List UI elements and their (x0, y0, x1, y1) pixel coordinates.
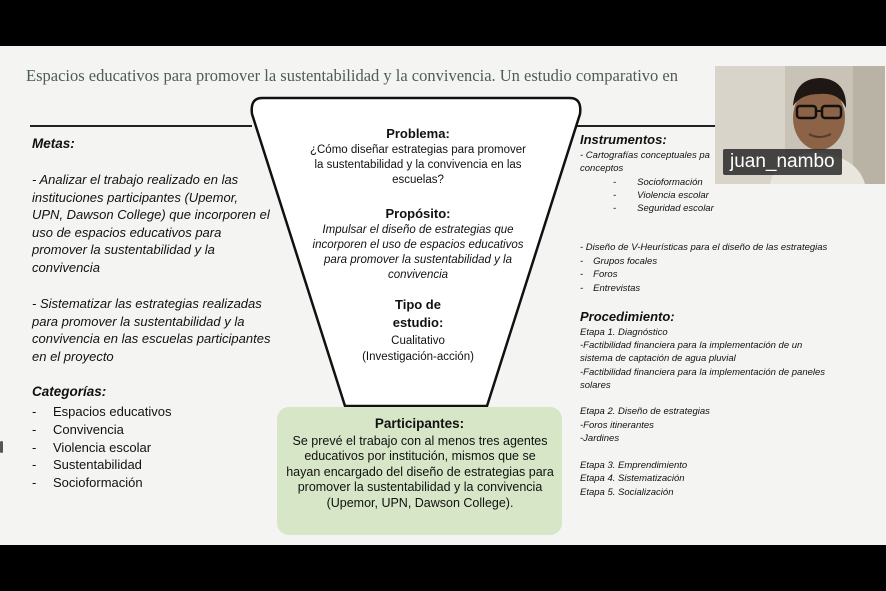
problema-heading: Problema: (386, 126, 450, 141)
participant-name-label: juan_nambo (723, 149, 842, 175)
procedimiento-line: solares (580, 380, 611, 391)
letterbox-bottom (0, 545, 886, 591)
procedimiento-line: sistema de captación de agua pluvial (580, 353, 736, 364)
funnel-shape (250, 96, 582, 408)
vh-item-3: -Entrevistas (580, 283, 641, 294)
slide-edge-marker (0, 441, 3, 453)
metas-item-2: - Sistematizar las estrategias realizada… (32, 296, 271, 364)
instrumentos-sub-1: -Socioformación (613, 177, 703, 188)
vh-item-1: -Grupos focales (580, 256, 658, 267)
procedimiento-line: Etapa 3. Emprendimiento (580, 460, 688, 471)
participantes-box (277, 407, 562, 535)
list-item: -Sustentabilidad (32, 457, 142, 473)
proposito-text: Impulsar el diseño de estrategias que in… (312, 224, 524, 281)
problema-text: ¿Cómo diseñar estrategias para promover … (309, 144, 527, 186)
list-item: -Convivencia (32, 421, 124, 437)
instrumentos-line-1: - Cartografías conceptuales pa (580, 150, 710, 161)
procedimiento-line: -Foros itinerantes (580, 420, 654, 431)
procedimiento-line: Etapa 4. Sistematización (580, 473, 685, 484)
categorias-list: -Espacios educativos -Convivencia -Viole… (32, 403, 172, 492)
vheuristicas-line: - Diseño de V-Heurísticas para el diseño… (580, 242, 828, 253)
tipo-text-line1: Cualitativo (391, 335, 445, 347)
funnel-diagram (250, 96, 582, 408)
vh-item-2: -Foros (580, 269, 618, 280)
instrumentos-sub-3: -Seguridad escolar (613, 203, 714, 214)
procedimiento-line: -Factibilidad financiera para la impleme… (580, 367, 826, 378)
procedimiento-line: Etapa 5. Socialización (580, 487, 674, 498)
right-divider-line (570, 125, 720, 127)
slide-title: Espacios educativos para promover la sus… (26, 66, 679, 85)
instrumentos-sub-2: -Violencia escolar (613, 190, 709, 201)
procedimiento-heading: Procedimiento: (580, 309, 675, 324)
left-divider-line (30, 125, 252, 127)
procedimiento-line: -Factibilidad financiera para la impleme… (580, 340, 803, 351)
tipo-heading-line2: estudio: (392, 315, 444, 330)
participantes-text: Se prevé el trabajo con al menos tres ag… (286, 434, 554, 510)
list-item: -Violencia escolar (32, 439, 152, 455)
list-item: -Socioformación (32, 475, 143, 491)
tipo-text-line2: (Investigación-acción) (362, 351, 474, 363)
letterbox-top (0, 0, 886, 46)
metas-heading: Metas: (32, 136, 75, 151)
instrumentos-heading: Instrumentos: (580, 132, 667, 147)
tipo-heading-line1: Tipo de (395, 297, 441, 312)
participantes-heading: Participantes: (374, 416, 465, 431)
metas-item-1: - Analizar el trabajo realizado en las i… (32, 172, 270, 275)
procedimiento-line: -Jardines (580, 433, 620, 444)
list-item: -Espacios educativos (32, 404, 172, 419)
procedimiento-line: Etapa 1. Diagnóstico (580, 327, 668, 338)
categorias-heading: Categorías: (32, 384, 107, 399)
proposito-heading: Propósito: (385, 206, 451, 221)
instrumentos-line-2: conceptos (580, 163, 624, 174)
procedimiento-line: Etapa 2. Diseño de estrategias (580, 406, 710, 417)
